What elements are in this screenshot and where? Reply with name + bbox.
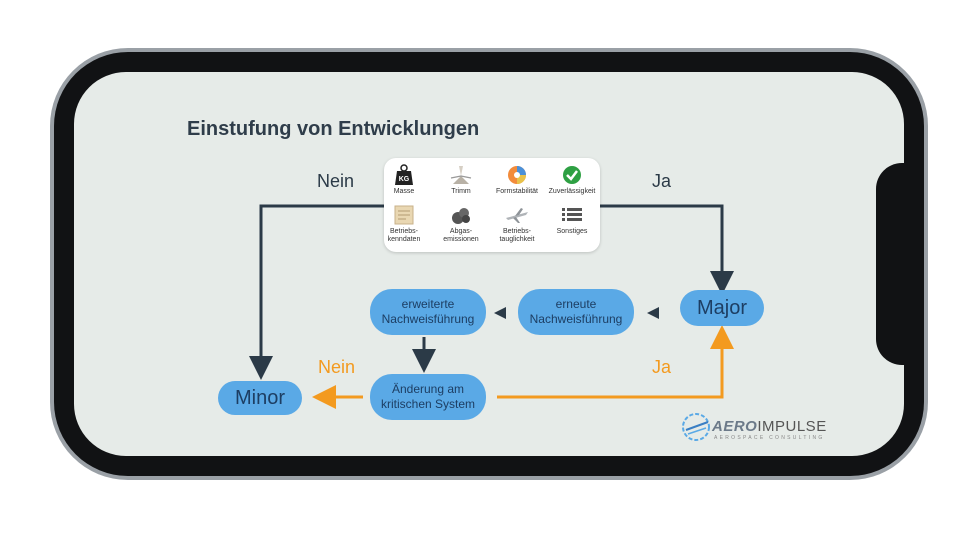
node-line: erneute: [555, 297, 597, 311]
arrow-ja-to-major: [600, 204, 734, 295]
operating-data-icon: [394, 205, 414, 225]
node-major: Major: [680, 290, 764, 326]
exhaust-emission-icon: [452, 208, 470, 224]
criterion-label: Trimm: [451, 188, 471, 195]
criterion-formstabilitaet: Formstabilität: [489, 164, 545, 196]
criterion-betriebstauglichkeit: Betriebs- tauglichkeit: [489, 204, 545, 244]
node-line: Änderung am: [391, 382, 465, 396]
criterion-label: Abgas- emissionen: [443, 228, 479, 243]
criteria-panel: KG Masse Trimm Formstabilität Zuverlässi…: [384, 158, 600, 252]
label-ja-bottom: Ja: [652, 357, 672, 377]
aircraft-tail-icon: [450, 166, 472, 184]
criterion-zuverlaessigkeit: Zuverlässigkeit: [544, 164, 600, 196]
criterion-label: Betriebs- tauglichkeit: [499, 228, 535, 243]
node-erneute-nachweisfuehrung: erneute Nachweisführung: [518, 289, 634, 335]
criterion-label: Formstabilität: [495, 188, 538, 195]
criterion-label: Masse: [393, 188, 415, 195]
arrow-nein-to-minor: [249, 204, 384, 380]
criterion-betriebskenndaten: Betriebs- kenndaten: [376, 204, 432, 244]
list-icon: [562, 208, 582, 221]
logo-brand-b: IMPULSE: [757, 418, 827, 435]
logo-brand-a: AERO: [712, 418, 758, 435]
label-ja-top: Ja: [652, 171, 672, 191]
label-nein-top: Nein: [317, 171, 355, 191]
arrow-erneute-to-erweiterte: [494, 307, 506, 319]
criterion-masse: KG Masse: [376, 164, 432, 196]
criterion-label: Sonstiges: [556, 228, 588, 235]
logo-wordmark: AEROIMPULSE: [712, 418, 827, 435]
phone-notch: [876, 163, 920, 365]
criterion-label: Zuverlässigkeit: [548, 188, 596, 195]
node-minor: Minor: [218, 381, 302, 415]
criterion-label: Betriebs- kenndaten: [387, 228, 421, 243]
aircraft-icon: [506, 208, 528, 223]
arrow-aenderung-to-major: [497, 325, 734, 399]
node-line: Nachweisführung: [381, 312, 475, 326]
criterion-abgasemissionen: Abgas- emissionen: [433, 204, 489, 244]
node-aenderung-kritisches-system: Änderung am kritischen System: [370, 374, 486, 420]
node-line: Nachweisführung: [529, 312, 623, 326]
svg-text:KG: KG: [399, 176, 410, 183]
node-line: kritischen System: [380, 397, 476, 411]
label-nein-bottom: Nein: [318, 357, 356, 377]
kg-weight-icon: KG: [395, 164, 413, 185]
node-erweiterte-nachweisfuehrung: erweiterte Nachweisführung: [370, 289, 486, 335]
criterion-sonstiges: Sonstiges: [544, 204, 600, 236]
logo-tagline: AEROSPACE CONSULTING: [714, 435, 825, 441]
arrow-major-to-erneute: [647, 307, 659, 319]
aeroimpulse-logo-icon: [682, 413, 710, 441]
node-line: erweiterte: [401, 297, 455, 311]
phone-screen: [74, 72, 904, 456]
checkmark-icon: [563, 166, 581, 184]
page-title: Einstufung von Entwicklungen: [187, 118, 480, 140]
shape-stability-icon: [508, 166, 526, 184]
criterion-trimm: Trimm: [433, 164, 489, 196]
